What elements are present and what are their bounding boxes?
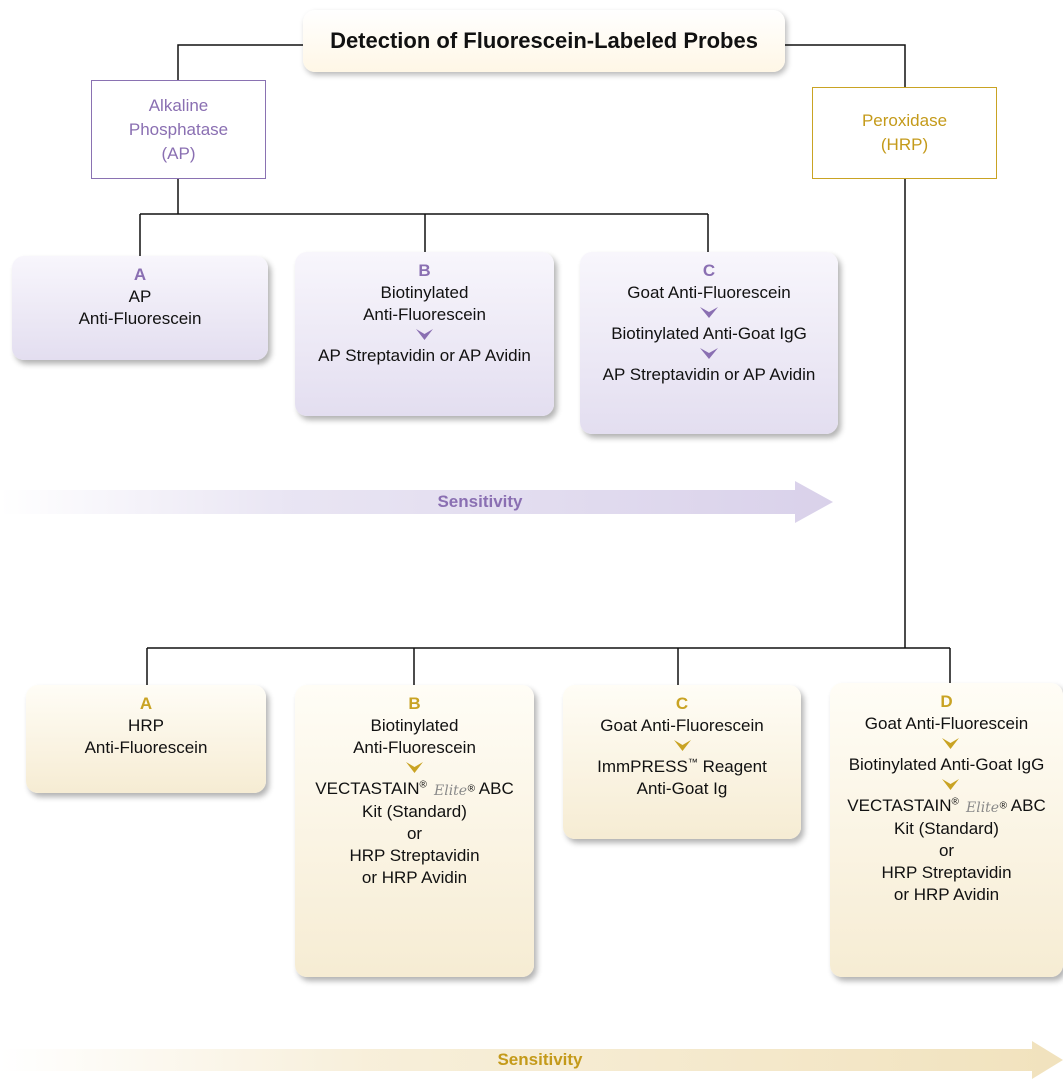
abc-kit-line: VECTASTAIN® Elite® ABC: [847, 796, 1046, 816]
method-letter: D: [940, 692, 953, 711]
hrp-enzyme-line: Peroxidase: [861, 111, 948, 130]
hrp-method-c: C Goat Anti-Fluorescein ImmPRESS™ Reagen…: [563, 685, 801, 839]
ap-enzyme-line: (AP): [161, 143, 196, 163]
chevron-down-icon: [674, 740, 691, 751]
method-step: Anti-Fluorescein: [363, 305, 486, 324]
method-letter: C: [702, 261, 716, 280]
method-step: HRP Streptavidin: [881, 862, 1012, 882]
method-step: Kit (Standard): [362, 801, 467, 821]
ap-method-b: B Biotinylated Anti-Fluorescein AP Strep…: [295, 252, 554, 416]
ap-method-a: A AP Anti-Fluorescein: [12, 256, 268, 360]
method-letter: B: [408, 694, 421, 713]
method-step: Biotinylated: [380, 283, 469, 302]
method-step: or HRP Avidin: [893, 884, 1000, 904]
hrp-sensitivity-arrow: [0, 1041, 1063, 1079]
method-letter: C: [675, 694, 689, 713]
method-step: Goat Anti-Fluorescein: [864, 714, 1029, 733]
ap-sensitivity-arrow: [0, 481, 833, 523]
method-step: AP: [128, 287, 152, 306]
method-step: Kit (Standard): [894, 818, 999, 838]
method-step: Anti-Fluorescein: [78, 309, 202, 328]
method-step: HRP: [128, 716, 164, 735]
method-step: Goat Anti-Fluorescein: [600, 716, 764, 735]
hrp-method-b: B Biotinylated Anti-Fluorescein VECTASTA…: [295, 685, 534, 977]
elite-logo: Elite: [965, 800, 999, 816]
ap-enzyme-line: Phosphatase: [128, 119, 229, 139]
chevron-down-icon: [942, 738, 959, 749]
method-step: Anti-Fluorescein: [353, 738, 476, 757]
method-step: Anti-Fluorescein: [84, 738, 208, 757]
method-step: Biotinylated: [370, 716, 459, 735]
chevron-down-icon: [406, 762, 423, 773]
abc-kit-line: VECTASTAIN® Elite® ABC: [315, 779, 514, 799]
method-letter: A: [139, 694, 153, 713]
svg-text:Elite: Elite: [965, 800, 999, 816]
method-step: Anti-Goat Ig: [636, 779, 728, 798]
ap-method-c: C Goat Anti-Fluorescein Biotinylated Ant…: [580, 252, 838, 434]
title-to-ap-line: [177, 44, 303, 80]
method-step: AP Streptavidin or AP Avidin: [602, 365, 816, 384]
method-letter: A: [133, 265, 147, 284]
method-step: Biotinylated Anti-Goat IgG: [848, 755, 1045, 774]
hrp-enzyme-line: (HRP): [880, 135, 929, 154]
immpress-line: ImmPRESS™ Reagent: [597, 757, 767, 776]
method-step: Goat Anti-Fluorescein: [627, 283, 791, 302]
title-to-hrp-line: [785, 44, 906, 87]
ap-enzyme-line: Alkaline: [148, 95, 209, 115]
method-step: or: [406, 823, 423, 843]
method-step: or: [938, 840, 955, 860]
chevron-down-icon: [700, 307, 718, 318]
hrp-enzyme-box: Peroxidase (HRP): [812, 87, 997, 179]
diagram-title: Detection of Fluorescein-Labeled Probes: [303, 10, 785, 72]
method-step: or HRP Avidin: [361, 867, 468, 887]
hrp-method-d: D Goat Anti-Fluorescein Biotinylated Ant…: [830, 683, 1063, 977]
svg-text:Elite: Elite: [433, 783, 467, 799]
hrp-method-a: A HRP Anti-Fluorescein: [26, 685, 266, 793]
ap-enzyme-box: Alkaline Phosphatase (AP): [91, 80, 266, 179]
chevron-down-icon: [942, 779, 959, 790]
method-step: AP Streptavidin or AP Avidin: [318, 346, 531, 365]
chevron-down-icon: [416, 329, 433, 340]
hrp-sensitivity-label: Sensitivity: [497, 1050, 583, 1069]
ap-sensitivity-label: Sensitivity: [437, 492, 523, 511]
chevron-down-icon: [700, 348, 718, 359]
method-step: HRP Streptavidin: [349, 845, 480, 865]
method-step: Biotinylated Anti-Goat IgG: [611, 324, 807, 343]
elite-logo: Elite: [433, 783, 467, 799]
method-letter: B: [418, 261, 431, 280]
